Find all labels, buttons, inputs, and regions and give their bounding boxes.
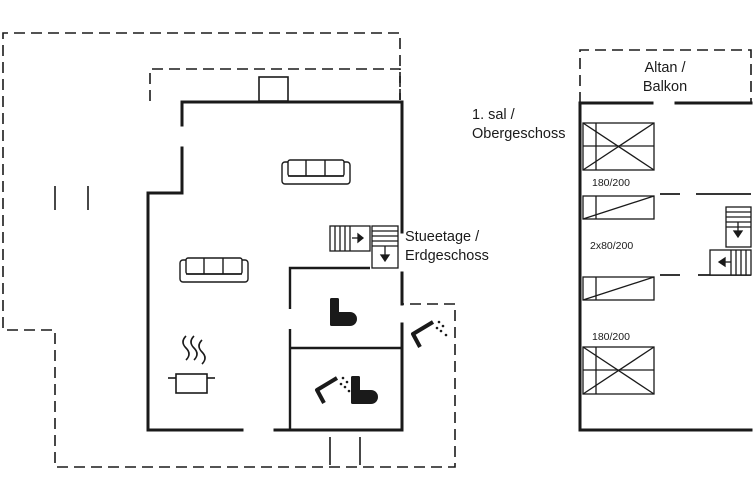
balcony-label: Altan / Balkon [620,61,710,94]
upper-floor-label-line1: 1. sal / [472,107,515,123]
ground-floor-label-line1: Stueetage / [405,229,480,245]
balcony-label-line2: Balkon [642,78,688,95]
ground-floor-label: Stueetage / Erdgeschoss [405,230,489,263]
bed-icon [582,122,655,171]
ground-floor-label-line2: Erdgeschoss [405,247,489,264]
toilet-icon [351,376,378,404]
upper-floor-walls [578,101,753,432]
ground-floor-inner-walls [288,266,402,430]
shower-icon [315,376,351,404]
sofa-icon [281,159,351,185]
stairs-icon [329,225,399,269]
balcony-label-line1: Altan / [644,60,686,76]
upper-floor-label-line2: Obergeschoss [472,125,566,142]
terrace-outline [2,32,752,468]
stairs-icon [709,206,752,276]
ground-floor-walls [146,100,404,432]
bed-size-label: 2x80/200 [590,240,634,252]
bed-icon [582,195,655,220]
cooking-pot-icon [168,335,215,394]
terrace-posts [54,186,361,465]
shower-icon [411,320,448,348]
upper-floor-label: 1. sal / Obergeschoss [472,108,566,141]
toilet-icon [330,298,357,326]
bed-icon [582,346,655,395]
bed-icon [582,276,655,301]
bed-size-label: 180/200 [592,177,630,189]
chimney [258,76,289,102]
sofa-icon [179,257,249,283]
bed-size-label: 180/200 [592,331,630,343]
